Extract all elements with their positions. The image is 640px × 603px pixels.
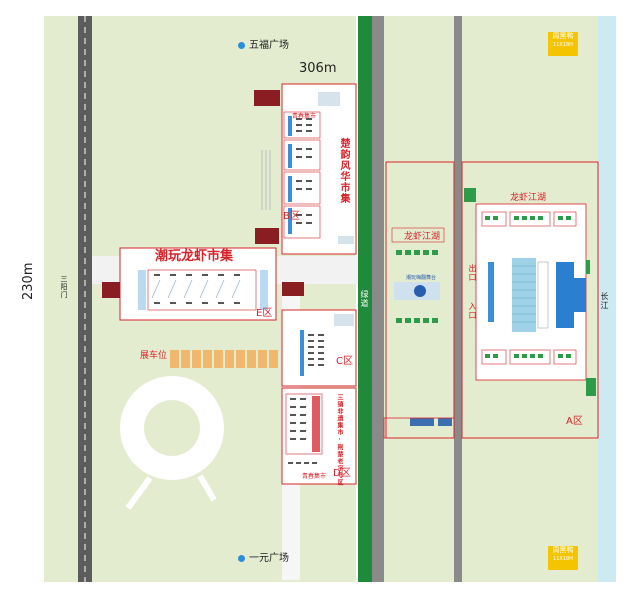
shop-tag-south: 周黑鸭 11X18H [548, 546, 578, 570]
shop-tag-code: 11X18H [553, 41, 573, 48]
zone-e-stage [102, 282, 120, 298]
greenway [358, 16, 372, 582]
shop-tag-name: 周黑鸭 [552, 32, 574, 40]
middle-title: 龙虾江湖 [404, 232, 441, 242]
road-west [78, 16, 92, 582]
zone-e-code: E区 [256, 308, 273, 319]
parking-label: 展车位 [140, 351, 168, 361]
zone-b-code: B区 [283, 211, 300, 222]
zone-b-stage [254, 90, 280, 106]
road-east [454, 16, 462, 582]
zone-a-entrance: 入口 [468, 302, 477, 320]
zone-a-stage [556, 262, 586, 328]
north-landmark: 五福广场 [238, 41, 289, 51]
zone-e-title: 潮玩龙虾市集 [155, 249, 234, 264]
zone-a-border [461, 161, 599, 439]
road-center [372, 16, 384, 582]
location-dot-icon [238, 41, 245, 49]
zone-b-screen [255, 228, 279, 244]
zone-d-code: D区 [333, 468, 351, 479]
zone-a-code: A区 [566, 416, 583, 427]
parking-slots [170, 350, 278, 368]
shop-tag-name: 周黑鸭 [552, 546, 574, 554]
shop-tag-north: 周黑鸭 11X18H [548, 32, 578, 56]
shop-tag-code: 11X18H [553, 555, 573, 562]
middle-sub: 潮玩嗨翻舞台 [406, 275, 437, 281]
zone-d-title: 三镇非遗集市·荆楚老字号区 [336, 394, 343, 486]
zone-a-seating [512, 258, 536, 332]
zone-b-booth [318, 92, 340, 106]
roundabout-center [144, 400, 200, 456]
zone-b-sub: 青春集市 [292, 113, 317, 120]
zone-c-code: C区 [336, 356, 353, 367]
river [598, 16, 616, 582]
zone-d-sub: 青春集市 [302, 473, 327, 480]
height-dimension: 230m [21, 262, 36, 300]
zone-a-title: 龙虾江湖 [510, 193, 547, 203]
zone-e-screen [282, 282, 304, 296]
zone-a-exit: 出口 [468, 264, 477, 282]
south-landmark: 一元广场 [238, 554, 289, 564]
width-dimension: 306m [299, 61, 337, 76]
zone-b-title: 楚韵风华市集 [338, 138, 349, 204]
river-label: 长江 [600, 292, 609, 310]
zone-b [281, 83, 357, 255]
gate-label: 三阳门 [60, 275, 68, 299]
location-dot-icon [238, 554, 245, 562]
greenway-label: 绿道 [360, 290, 369, 308]
